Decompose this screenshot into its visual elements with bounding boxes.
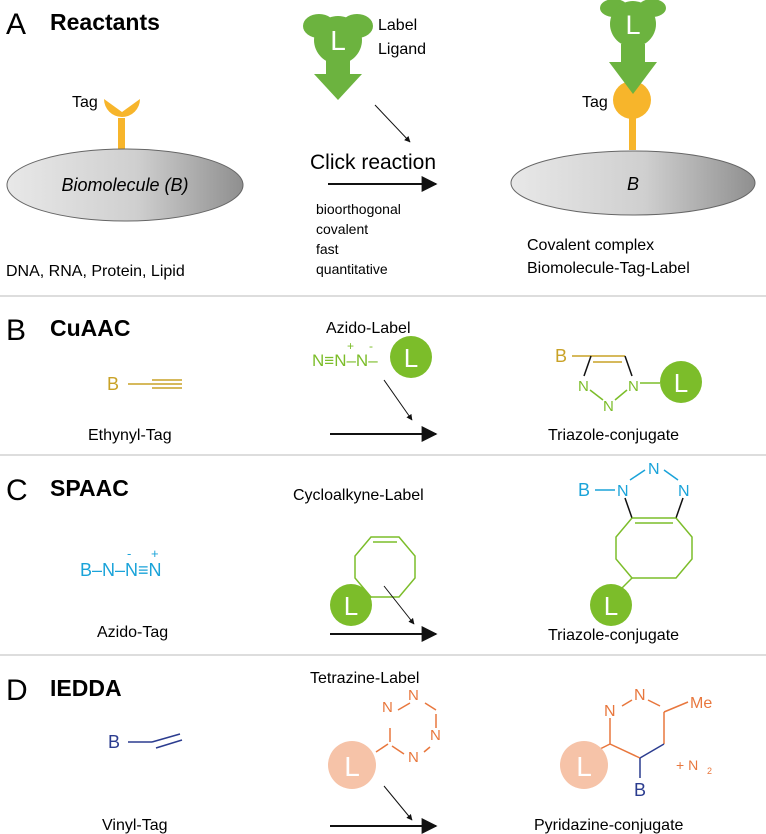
product-tag-label: Tag: [582, 94, 608, 111]
triazole-n1: N: [578, 378, 589, 395]
property-1: bioorthogonal: [316, 201, 401, 217]
tag-cup: [104, 99, 140, 117]
tetrazine-label-name: Tetrazine-Label: [310, 670, 419, 687]
pyridazine-product-name: Pyridazine-conjugate: [534, 817, 684, 834]
tetrazine-n1: N: [382, 699, 393, 716]
product-line-1: Covalent complex: [527, 237, 654, 254]
azido-ligand: [390, 336, 432, 378]
spaac-n3: N: [678, 483, 690, 500]
svg-text:L: L: [330, 25, 346, 56]
spaac-ligand: [590, 584, 632, 626]
azide-minus: -: [369, 339, 373, 353]
property-4: quantitative: [316, 261, 388, 277]
product-ellipse: [510, 150, 756, 216]
triazole-n3: N: [628, 378, 639, 395]
product-tag-stem: [629, 118, 636, 150]
azido-tag-minus: -: [127, 546, 131, 561]
tetrazine-n4: N: [408, 749, 419, 766]
pyridazine-ligand: [560, 741, 608, 789]
vinyl-bonds: [128, 733, 183, 749]
azido-ligand-glyph: L: [404, 343, 418, 373]
spaac-product-name: Triazole-conjugate: [548, 627, 679, 644]
tetrazine-ligand: [328, 741, 376, 789]
ethynyl-b: B: [107, 374, 119, 394]
ligand-arrow: [374, 104, 411, 143]
vinyl-b: B: [108, 732, 120, 752]
vinyl-tag-name: Vinyl-Tag: [102, 817, 168, 834]
triazole-b: B: [555, 346, 567, 366]
azido-tag-formula: B–N–N≡N: [80, 560, 162, 580]
tetrazine-ligand-glyph: L: [344, 751, 360, 782]
section-b-title: CuAAC: [50, 315, 131, 341]
byproduct-n2: + N: [676, 757, 698, 773]
ethynyl-bonds: [128, 379, 182, 389]
pyridazine-ring: [593, 699, 689, 778]
section-d-letter: D: [6, 674, 28, 707]
section-a-letter: A: [6, 8, 26, 41]
section-b-letter: B: [6, 314, 26, 347]
spaac-ring: [615, 469, 693, 589]
ligand-text: Ligand: [378, 41, 426, 58]
azide-formula: N≡N–N–: [312, 351, 378, 370]
azido-label-name: Azido-Label: [326, 320, 411, 337]
product-line-2: Biomolecule-Tag-Label: [527, 260, 690, 277]
triazole-product-name: Triazole-conjugate: [548, 427, 679, 444]
spaac-n2: N: [648, 461, 660, 478]
azide-plus: +: [347, 339, 354, 353]
section-a-title: Reactants: [50, 9, 160, 35]
cycloalkyne-ligand: [330, 584, 372, 626]
svg-text:L: L: [625, 10, 640, 40]
cycloalkyne-pointer: [383, 585, 415, 625]
pyridazine-n2: N: [634, 687, 646, 704]
pyridazine-me: Me: [690, 695, 712, 712]
cycloalkyne-label-name: Cycloalkyne-Label: [293, 487, 424, 504]
product-tag-head: [613, 81, 651, 119]
tetrazine-ring: [375, 702, 437, 755]
spaac-ligand-glyph: L: [604, 591, 618, 621]
spaac-b: B: [578, 480, 590, 500]
section-d: D IEDDA B Vinyl-Tag Tetrazine-Label N N …: [6, 670, 712, 834]
pyridazine-ligand-glyph: L: [576, 751, 592, 782]
byproduct-n2-subscript: 2: [707, 766, 712, 776]
section-b: B CuAAC B Ethynyl-Tag Azido-Label N≡N–N–…: [6, 314, 702, 444]
triazole-ligand: [660, 361, 702, 403]
triazole-ring: [572, 355, 660, 401]
label-text: Label: [378, 17, 417, 34]
triazole-ligand-glyph: L: [674, 368, 688, 398]
label-ligand-icon: L: [303, 14, 373, 100]
biomolecule-types: DNA, RNA, Protein, Lipid: [6, 263, 185, 280]
section-d-title: IEDDA: [50, 675, 122, 701]
property-2: covalent: [316, 221, 368, 237]
property-3: fast: [316, 241, 339, 257]
spaac-n1: N: [617, 483, 629, 500]
pyridazine-n1: N: [604, 703, 616, 720]
cycloalkyne-ligand-glyph: L: [344, 591, 358, 621]
tetrazine-pointer: [383, 785, 413, 821]
azido-tag-plus: +: [151, 546, 159, 561]
section-a: A Reactants Tag Biomolecule (B) DNA, RNA…: [6, 0, 756, 280]
biomolecule-label: Biomolecule (B): [61, 175, 188, 195]
product-ligand-icon: L: [600, 0, 666, 94]
tag-stem: [118, 118, 125, 150]
pyridazine-b: B: [634, 780, 646, 800]
azido-pointer: [383, 379, 413, 421]
ethynyl-tag-name: Ethynyl-Tag: [88, 427, 172, 444]
product-b-label: B: [627, 174, 639, 194]
tetrazine-n2: N: [408, 687, 419, 704]
section-c-letter: C: [6, 474, 28, 507]
tag-label: Tag: [72, 94, 98, 111]
section-c-title: SPAAC: [50, 475, 129, 501]
tetrazine-n3: N: [430, 727, 441, 744]
reaction-title: Click reaction: [310, 151, 436, 174]
biomolecule-ellipse: [6, 148, 244, 222]
triazole-n2: N: [603, 398, 614, 415]
azido-tag-name: Azido-Tag: [97, 624, 168, 641]
section-c: C SPAAC B–N–N≡N - + Azido-Tag Cycloalkyn…: [6, 461, 693, 644]
